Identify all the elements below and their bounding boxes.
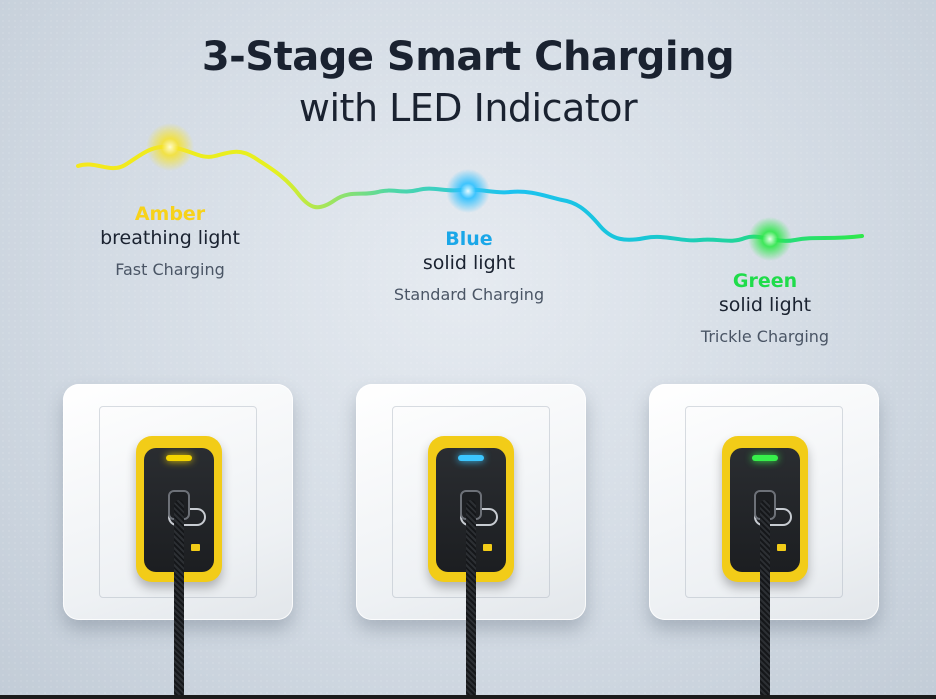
charging-stage: Standard Charging (393, 285, 545, 304)
green-glow-icon (748, 217, 792, 261)
bottom-edge (0, 695, 936, 699)
braided-cable (174, 500, 184, 699)
led-mode: solid light (422, 252, 516, 274)
stage-label-green: Green solid light Trickle Charging (655, 269, 875, 346)
wave-line (76, 144, 864, 243)
stage-label-amber: Amber breathing light Fast Charging (60, 202, 280, 279)
charging-stage: Fast Charging (115, 260, 225, 279)
led-color-name: Green (732, 270, 798, 292)
led-mode: breathing light (100, 227, 240, 249)
braided-cable (760, 500, 770, 699)
blue-glow-icon (446, 169, 490, 213)
subheadline: with LED Indicator (298, 86, 638, 130)
braided-cable (466, 500, 476, 699)
amber-glow-icon (146, 123, 194, 171)
led-mode: solid light (718, 294, 812, 316)
led-indicator-blue (458, 455, 484, 461)
led-color-name: Amber (134, 203, 206, 225)
charging-stage: Trickle Charging (700, 327, 830, 346)
led-color-name: Blue (445, 228, 493, 250)
stage-label-blue: Blue solid light Standard Charging (359, 227, 579, 304)
led-indicator-amber (166, 455, 192, 461)
led-indicator-green (752, 455, 778, 461)
headline: 3-Stage Smart Charging (201, 34, 735, 80)
